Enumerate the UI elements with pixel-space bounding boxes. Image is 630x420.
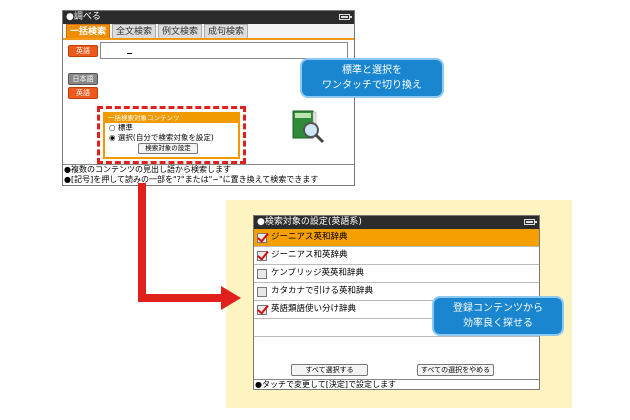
language-button-japanese[interactable]: 日本語	[68, 73, 98, 85]
battery-icon	[524, 219, 537, 225]
callout-efficient-line-2: 効率良く探せる	[463, 318, 533, 329]
checkbox-checked-icon[interactable]	[257, 233, 267, 243]
list-item-label: ジーニアス英和辞典	[271, 232, 348, 242]
battery-icon	[339, 14, 352, 20]
callout-efficient: 登録コンテンツから 効率良く探せる	[432, 296, 564, 336]
checkbox-checked-icon[interactable]	[257, 251, 267, 261]
list-item[interactable]: カタカナで引ける英和辞典	[254, 283, 539, 301]
search-body: 英語 日本語 英語 一括検索対象コンテンツ ○ 標準 ◉ 選択(自分で検索対象を…	[63, 40, 354, 164]
select-all-button[interactable]: すべて選択する	[291, 364, 368, 376]
deselect-all-button[interactable]: すべての選択をやめる	[417, 364, 494, 376]
checkbox-checked-icon[interactable]	[257, 305, 267, 315]
footer-line-2: ●[記号]を押して読みの一部を"?"または"~"に置き換えて検索できます	[64, 175, 319, 184]
callout-toggle-line-1: 標準と選択を	[342, 65, 402, 76]
tab-example-search[interactable]: 例文検索	[158, 24, 203, 38]
callout-toggle: 標準と選択を ワンタッチで切り換え	[300, 58, 444, 98]
search-screen-title: ●調べる	[66, 12, 101, 22]
bulk-search-target-panel: 一括検索対象コンテンツ ○ 標準 ◉ 選択(自分で検索対象を設定) 検索対象の設…	[103, 112, 240, 159]
list-item[interactable]: ケンブリッジ英英和辞典	[254, 265, 539, 283]
callout-efficient-line-1: 登録コンテンツから	[453, 303, 543, 314]
dictionary-search-icon[interactable]	[290, 109, 326, 145]
settings-screen-title: ●検索対象の設定(英語系)	[257, 217, 362, 227]
option-select[interactable]: ◉ 選択(自分で検索対象を設定)	[109, 133, 214, 142]
tab-fulltext-search[interactable]: 全文検索	[112, 24, 157, 38]
dictionary-list: ジーニアス英和辞典 ジーニアス和英辞典 ケンブリッジ英英和辞典 カタカナで引ける…	[254, 229, 539, 369]
checkbox-unchecked-icon[interactable]	[257, 287, 267, 297]
option-standard[interactable]: ○ 標準	[109, 123, 133, 132]
search-screen-titlebar: ●調べる	[63, 11, 354, 24]
search-screen-footer: ●複数のコンテンツの見出し語から検索します ●[記号]を押して読みの一部を"?"…	[63, 164, 354, 185]
search-input[interactable]	[100, 42, 348, 59]
search-tabs: 一括検索 全文検索 例文検索 成句検索	[63, 24, 354, 40]
list-item[interactable]: ジーニアス英和辞典	[254, 229, 539, 247]
language-button-english-top[interactable]: 英語	[68, 45, 98, 57]
list-item-empty	[254, 319, 539, 337]
tab-bulk-search[interactable]: 一括検索	[66, 24, 111, 38]
checkbox-unchecked-icon[interactable]	[257, 269, 267, 279]
callout-toggle-line-2: ワンタッチで切り換え	[322, 80, 422, 91]
footer-line-1: ●複数のコンテンツの見出し語から検索します	[64, 165, 231, 174]
text-cursor	[127, 53, 132, 54]
list-item[interactable]: ジーニアス和英辞典	[254, 247, 539, 265]
list-item-label: カタカナで引ける英和辞典	[271, 286, 374, 296]
settings-screen-footer: ●タッチで変更して[決定]で設定します	[254, 379, 539, 389]
list-item-label: ジーニアス和英辞典	[271, 250, 348, 260]
highlight-dashed-frame: 一括検索対象コンテンツ ○ 標準 ◉ 選択(自分で検索対象を設定) 検索対象の設…	[97, 106, 246, 164]
list-item-label: 英語類語使い分け辞典	[271, 304, 357, 314]
settings-screen-titlebar: ●検索対象の設定(英語系)	[254, 216, 539, 229]
target-settings-button[interactable]: 検索対象の設定	[138, 143, 198, 154]
arrow-right-icon	[221, 286, 241, 310]
arrow-shaft-horizontal	[138, 294, 226, 302]
tab-phrase-search[interactable]: 成句検索	[204, 24, 249, 38]
language-button-english[interactable]: 英語	[68, 87, 98, 99]
search-screen: ●調べる 一括検索 全文検索 例文検索 成句検索 英語 日本語 英語 一括検索対…	[62, 10, 355, 186]
list-item-label: ケンブリッジ英英和辞典	[271, 268, 364, 278]
arrow-shaft-vertical	[138, 183, 146, 300]
list-item[interactable]: 英語類語使い分け辞典	[254, 301, 539, 319]
panel-title: 一括検索対象コンテンツ	[105, 114, 238, 123]
